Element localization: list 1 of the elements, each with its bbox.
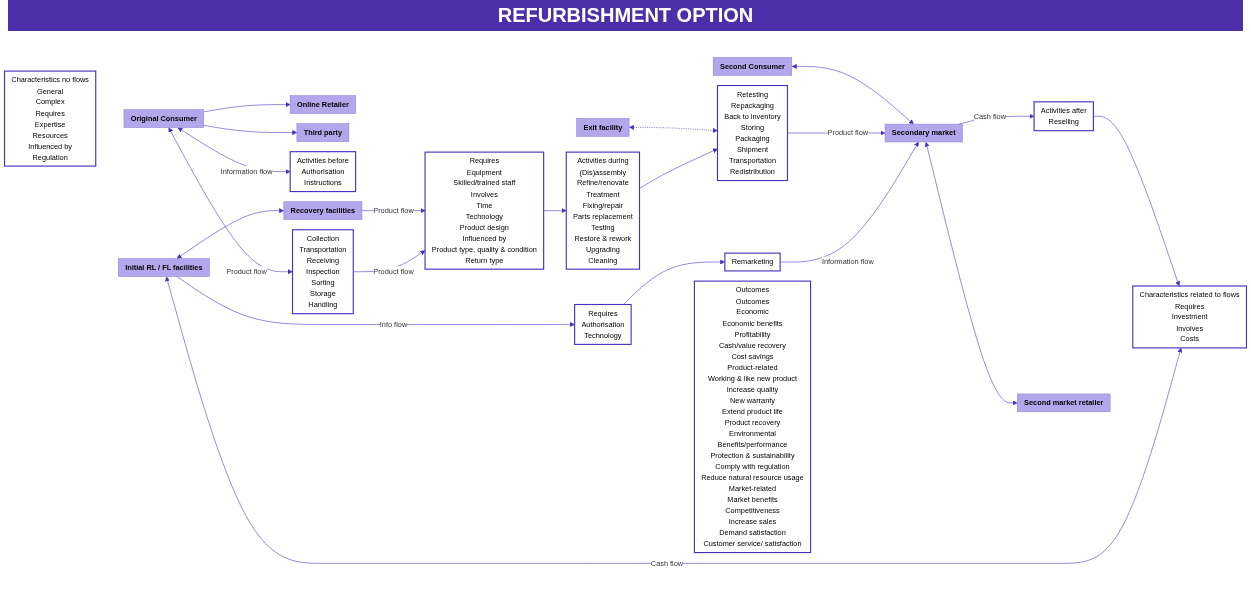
- diagram-title: REFURBISHMENT OPTION: [8, 0, 1243, 31]
